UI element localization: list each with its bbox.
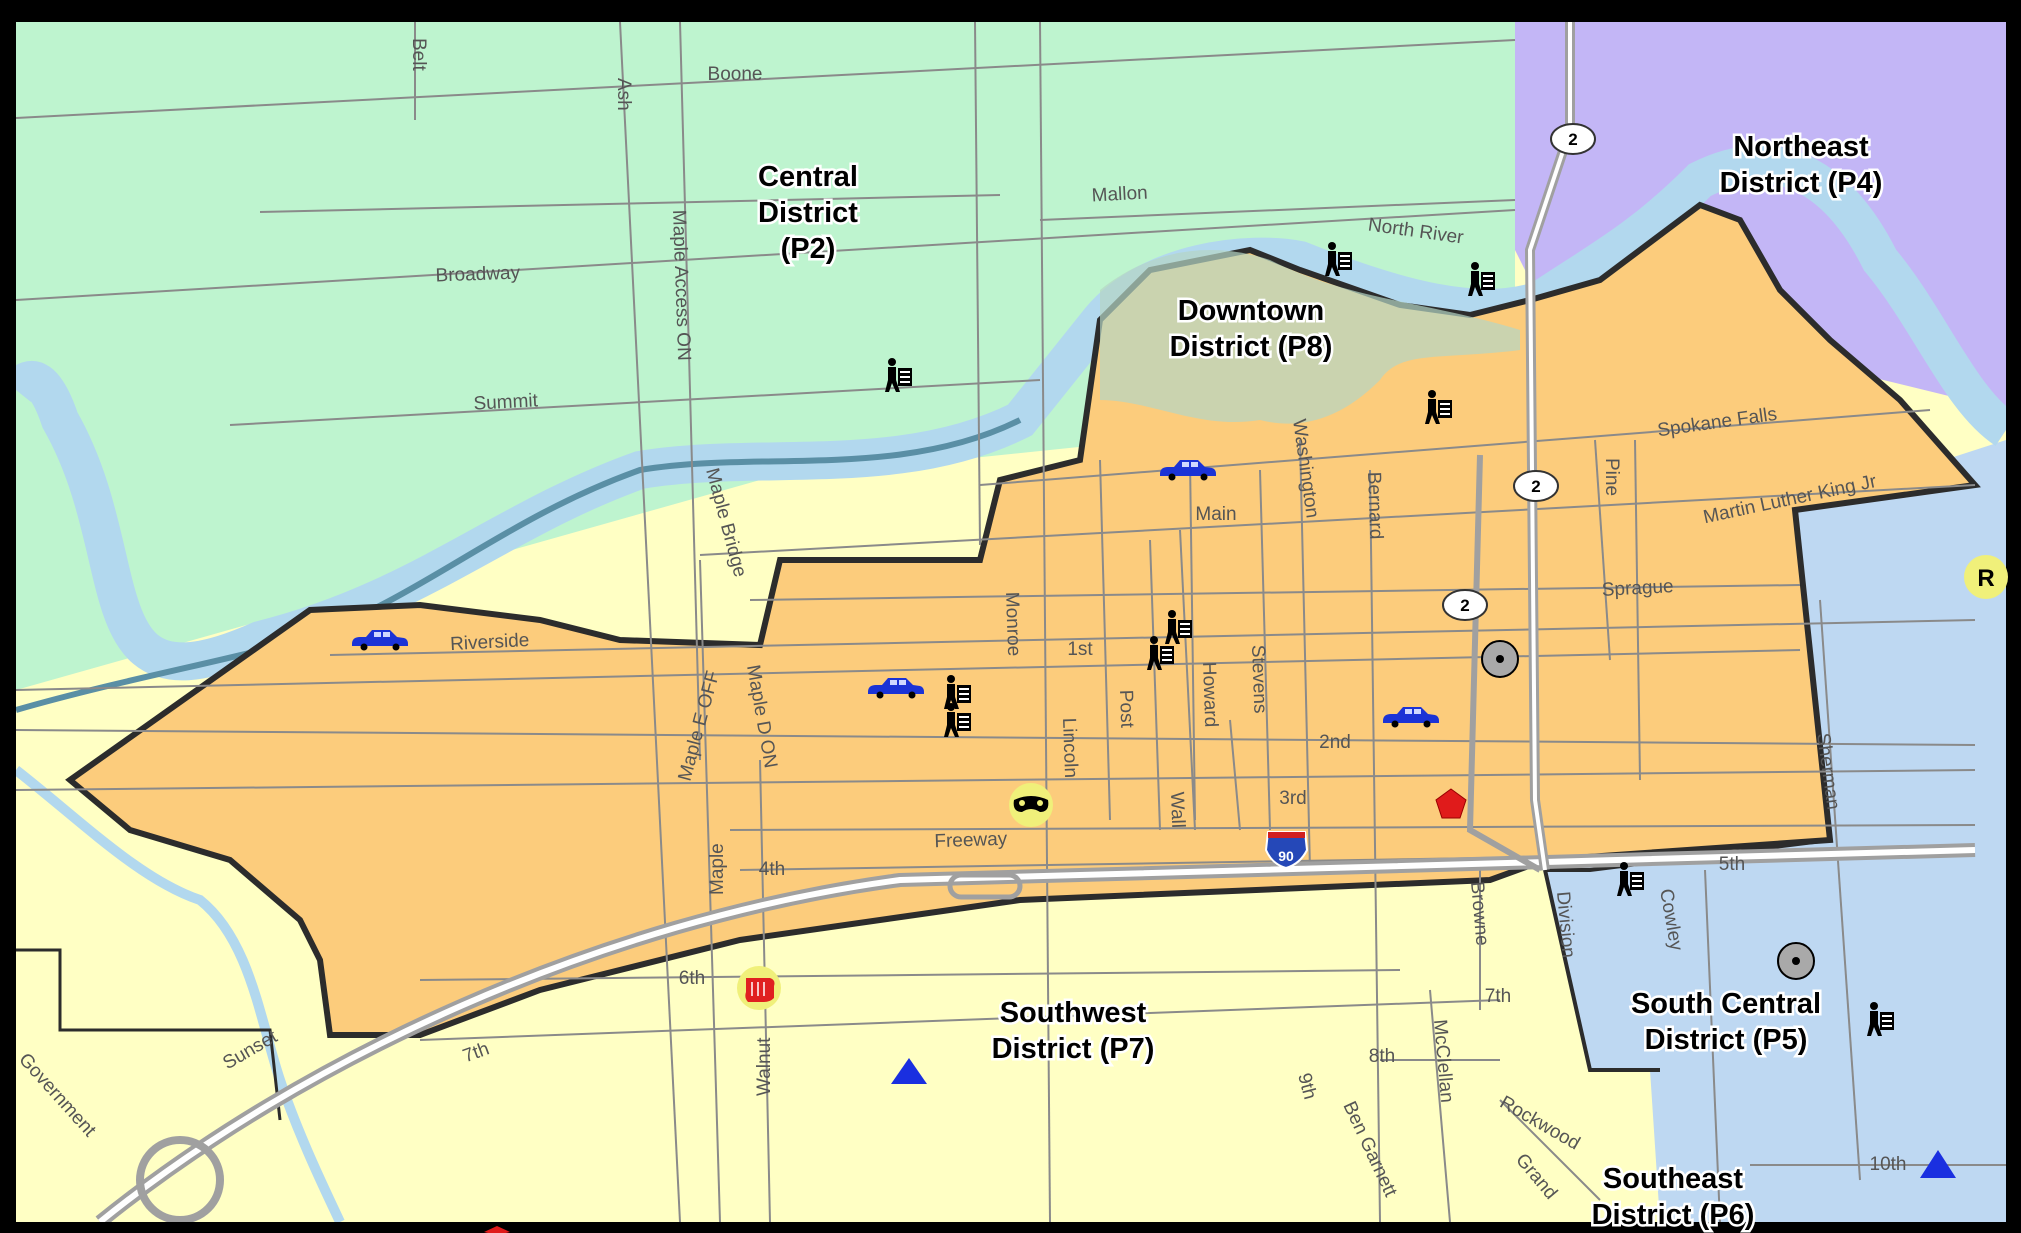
route-2-shield-south[interactable]: 2	[1442, 589, 1488, 621]
route-2-shield-north[interactable]: 2	[1550, 123, 1596, 155]
assault-fist-icon[interactable]	[737, 966, 781, 1010]
south-central-boundary	[1542, 509, 1833, 1072]
freeway-ramp	[947, 872, 1023, 900]
latah-creek	[16, 766, 345, 1222]
route-2-shield-mid[interactable]: 2	[1513, 470, 1559, 502]
street-label-8th: 8th	[1369, 1046, 1395, 1067]
street-label-monroe: Monroe	[1001, 591, 1024, 656]
street-label-7th-east: 7th	[1485, 986, 1511, 1007]
street-label-1st: 1st	[1067, 639, 1093, 660]
parking-marker-icon[interactable]: R	[1964, 555, 2008, 599]
street-label-pine: Pine	[1601, 458, 1622, 496]
blue-triangle-icon[interactable]	[891, 1058, 927, 1084]
street-label-broadway: Broadway	[435, 263, 521, 287]
street-grid	[16, 22, 2006, 1222]
street-label-freeway: Freeway	[934, 829, 1008, 853]
interstate-90-shield[interactable]: 90	[1264, 831, 1309, 870]
interchange-loop	[136, 1136, 224, 1222]
street-label-main: Main	[1195, 504, 1236, 525]
street-label-maple: Maple	[707, 843, 728, 895]
street-label-riverside: Riverside	[450, 630, 530, 655]
svg-text:90: 90	[1278, 848, 1294, 864]
southwest-boundary	[16, 948, 282, 1121]
svg-text:2: 2	[1531, 477, 1540, 496]
red-pentagon-icon[interactable]	[1435, 788, 1467, 819]
street-label-3rd: 3rd	[1279, 788, 1306, 809]
street-label-howard: Howard	[1198, 661, 1221, 727]
street-label-4th: 4th	[759, 859, 785, 880]
street-label-post: Post	[1115, 689, 1137, 728]
street-label-boone: Boone	[708, 64, 763, 85]
street-label-sprague: Sprague	[1601, 576, 1674, 601]
street-label-summit: Summit	[473, 390, 539, 414]
red-pentagon-icon[interactable]	[484, 1226, 510, 1233]
street-label-lincoln: Lincoln	[1058, 717, 1081, 778]
street-label-ash: Ash	[613, 78, 634, 111]
street-label-bernard: Bernard	[1363, 471, 1386, 539]
svg-text:2: 2	[1460, 596, 1469, 615]
central-district-area[interactable]	[16, 22, 1515, 690]
street-label-mallon: Mallon	[1091, 183, 1148, 207]
us-route-2-lane	[1527, 22, 1572, 871]
street-label-6th: 6th	[679, 968, 705, 989]
interstate-90-lane	[98, 847, 1976, 1222]
svg-text:2: 2	[1568, 130, 1577, 149]
street-label-walnut: Walnut	[754, 1037, 775, 1096]
street-label-5th: 5th	[1719, 854, 1745, 875]
svg-text:R: R	[1977, 565, 1994, 592]
downtown-river-island	[1100, 250, 1520, 424]
street-label-belt: Belt	[408, 38, 429, 71]
target-dot-icon[interactable]	[1777, 942, 1815, 980]
river-edge	[16, 417, 1022, 713]
street-label-2nd: 2nd	[1319, 732, 1351, 753]
street-label-stevens: Stevens	[1247, 644, 1270, 713]
route-2-couplet	[1466, 454, 1542, 873]
street-label-10th: 10th	[1870, 1154, 1907, 1175]
blue-triangle-icon[interactable]	[1920, 1150, 1956, 1178]
mask-robbery-icon[interactable]	[1009, 783, 1053, 827]
street-label-wall: Wall	[1166, 791, 1188, 828]
target-dot-icon[interactable]	[1481, 640, 1519, 678]
